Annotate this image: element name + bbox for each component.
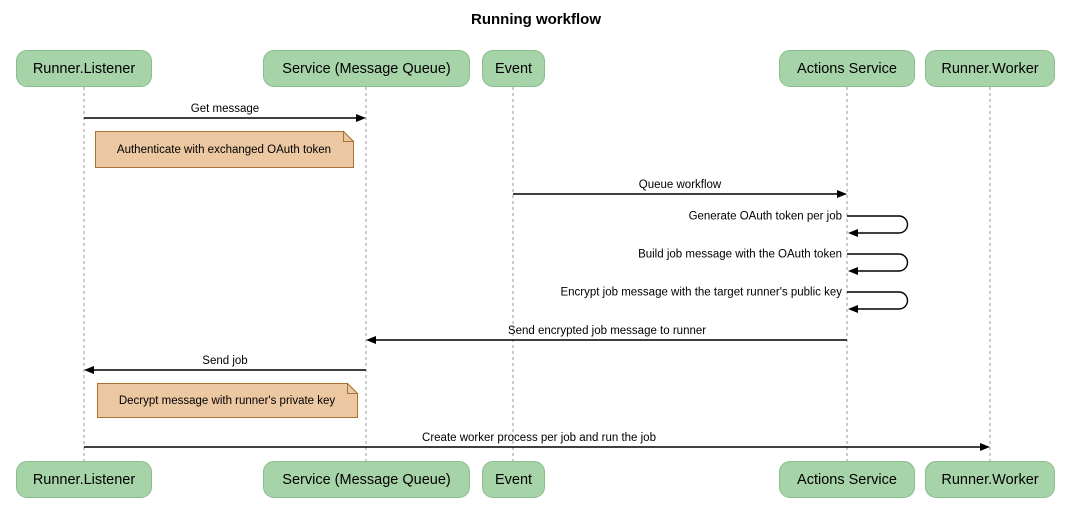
self-loop-build-job-message: [847, 253, 909, 272]
arrowhead-right-icon: [837, 190, 847, 198]
actor-label: Event: [494, 60, 533, 77]
actor-label: Actions Service: [797, 471, 897, 488]
actor-top-service-message-queue: Service (Message Queue): [263, 50, 470, 87]
note-fold-icon: [343, 130, 355, 142]
arrowhead-right-icon: [980, 443, 990, 451]
arrowhead-right-icon: [356, 114, 366, 122]
note-fold-icon: [347, 382, 359, 394]
actor-top-actions-service: Actions Service: [779, 50, 915, 87]
arrowhead-left-icon: [848, 305, 858, 313]
actor-top-runner-listener: Runner.Listener: [16, 50, 152, 87]
note-shape-decrypt: [97, 383, 358, 418]
message-label-encrypt-job-message: Encrypt job message with the target runn…: [560, 286, 842, 299]
actor-bottom-runner-worker: Runner.Worker: [925, 461, 1055, 498]
arrowhead-left-icon: [84, 366, 94, 374]
actor-bottom-service-message-queue: Service (Message Queue): [263, 461, 470, 498]
actor-label: Runner.Listener: [32, 60, 136, 77]
actor-bottom-actions-service: Actions Service: [779, 461, 915, 498]
message-label-get-message: Get message: [190, 103, 260, 115]
diagram-title: Running workflow: [471, 11, 601, 28]
self-loop-encrypt-job-message: [847, 291, 909, 310]
arrowhead-left-icon: [366, 336, 376, 344]
actor-label: Event: [494, 471, 533, 488]
self-loop-generate-oauth: [847, 215, 909, 234]
actor-top-runner-worker: Runner.Worker: [925, 50, 1055, 87]
message-label-create-worker: Create worker process per job and run th…: [422, 432, 656, 444]
message-label-generate-oauth: Generate OAuth token per job: [688, 210, 842, 223]
actor-label: Runner.Worker: [941, 60, 1039, 77]
message-label-send-encrypted: Send encrypted job message to runner: [507, 325, 707, 337]
message-label-send-job: Send job: [202, 355, 248, 367]
actor-top-event: Event: [482, 50, 545, 87]
actor-label: Runner.Listener: [32, 471, 136, 488]
actor-bottom-runner-listener: Runner.Listener: [16, 461, 152, 498]
actor-label: Actions Service: [797, 60, 897, 77]
note-authenticate: Authenticate with exchanged OAuth token: [116, 143, 332, 156]
actor-label: Service (Message Queue): [282, 471, 451, 488]
actor-bottom-event: Event: [482, 461, 545, 498]
arrowhead-left-icon: [848, 229, 858, 237]
note-shape-authenticate: [95, 131, 354, 168]
actor-label: Service (Message Queue): [282, 60, 451, 77]
note-decrypt: Decrypt message with runner's private ke…: [118, 394, 336, 407]
message-label-queue-workflow: Queue workflow: [638, 179, 722, 191]
actor-label: Runner.Worker: [941, 471, 1039, 488]
arrowhead-left-icon: [848, 267, 858, 275]
message-label-build-job-message: Build job message with the OAuth token: [638, 248, 842, 261]
